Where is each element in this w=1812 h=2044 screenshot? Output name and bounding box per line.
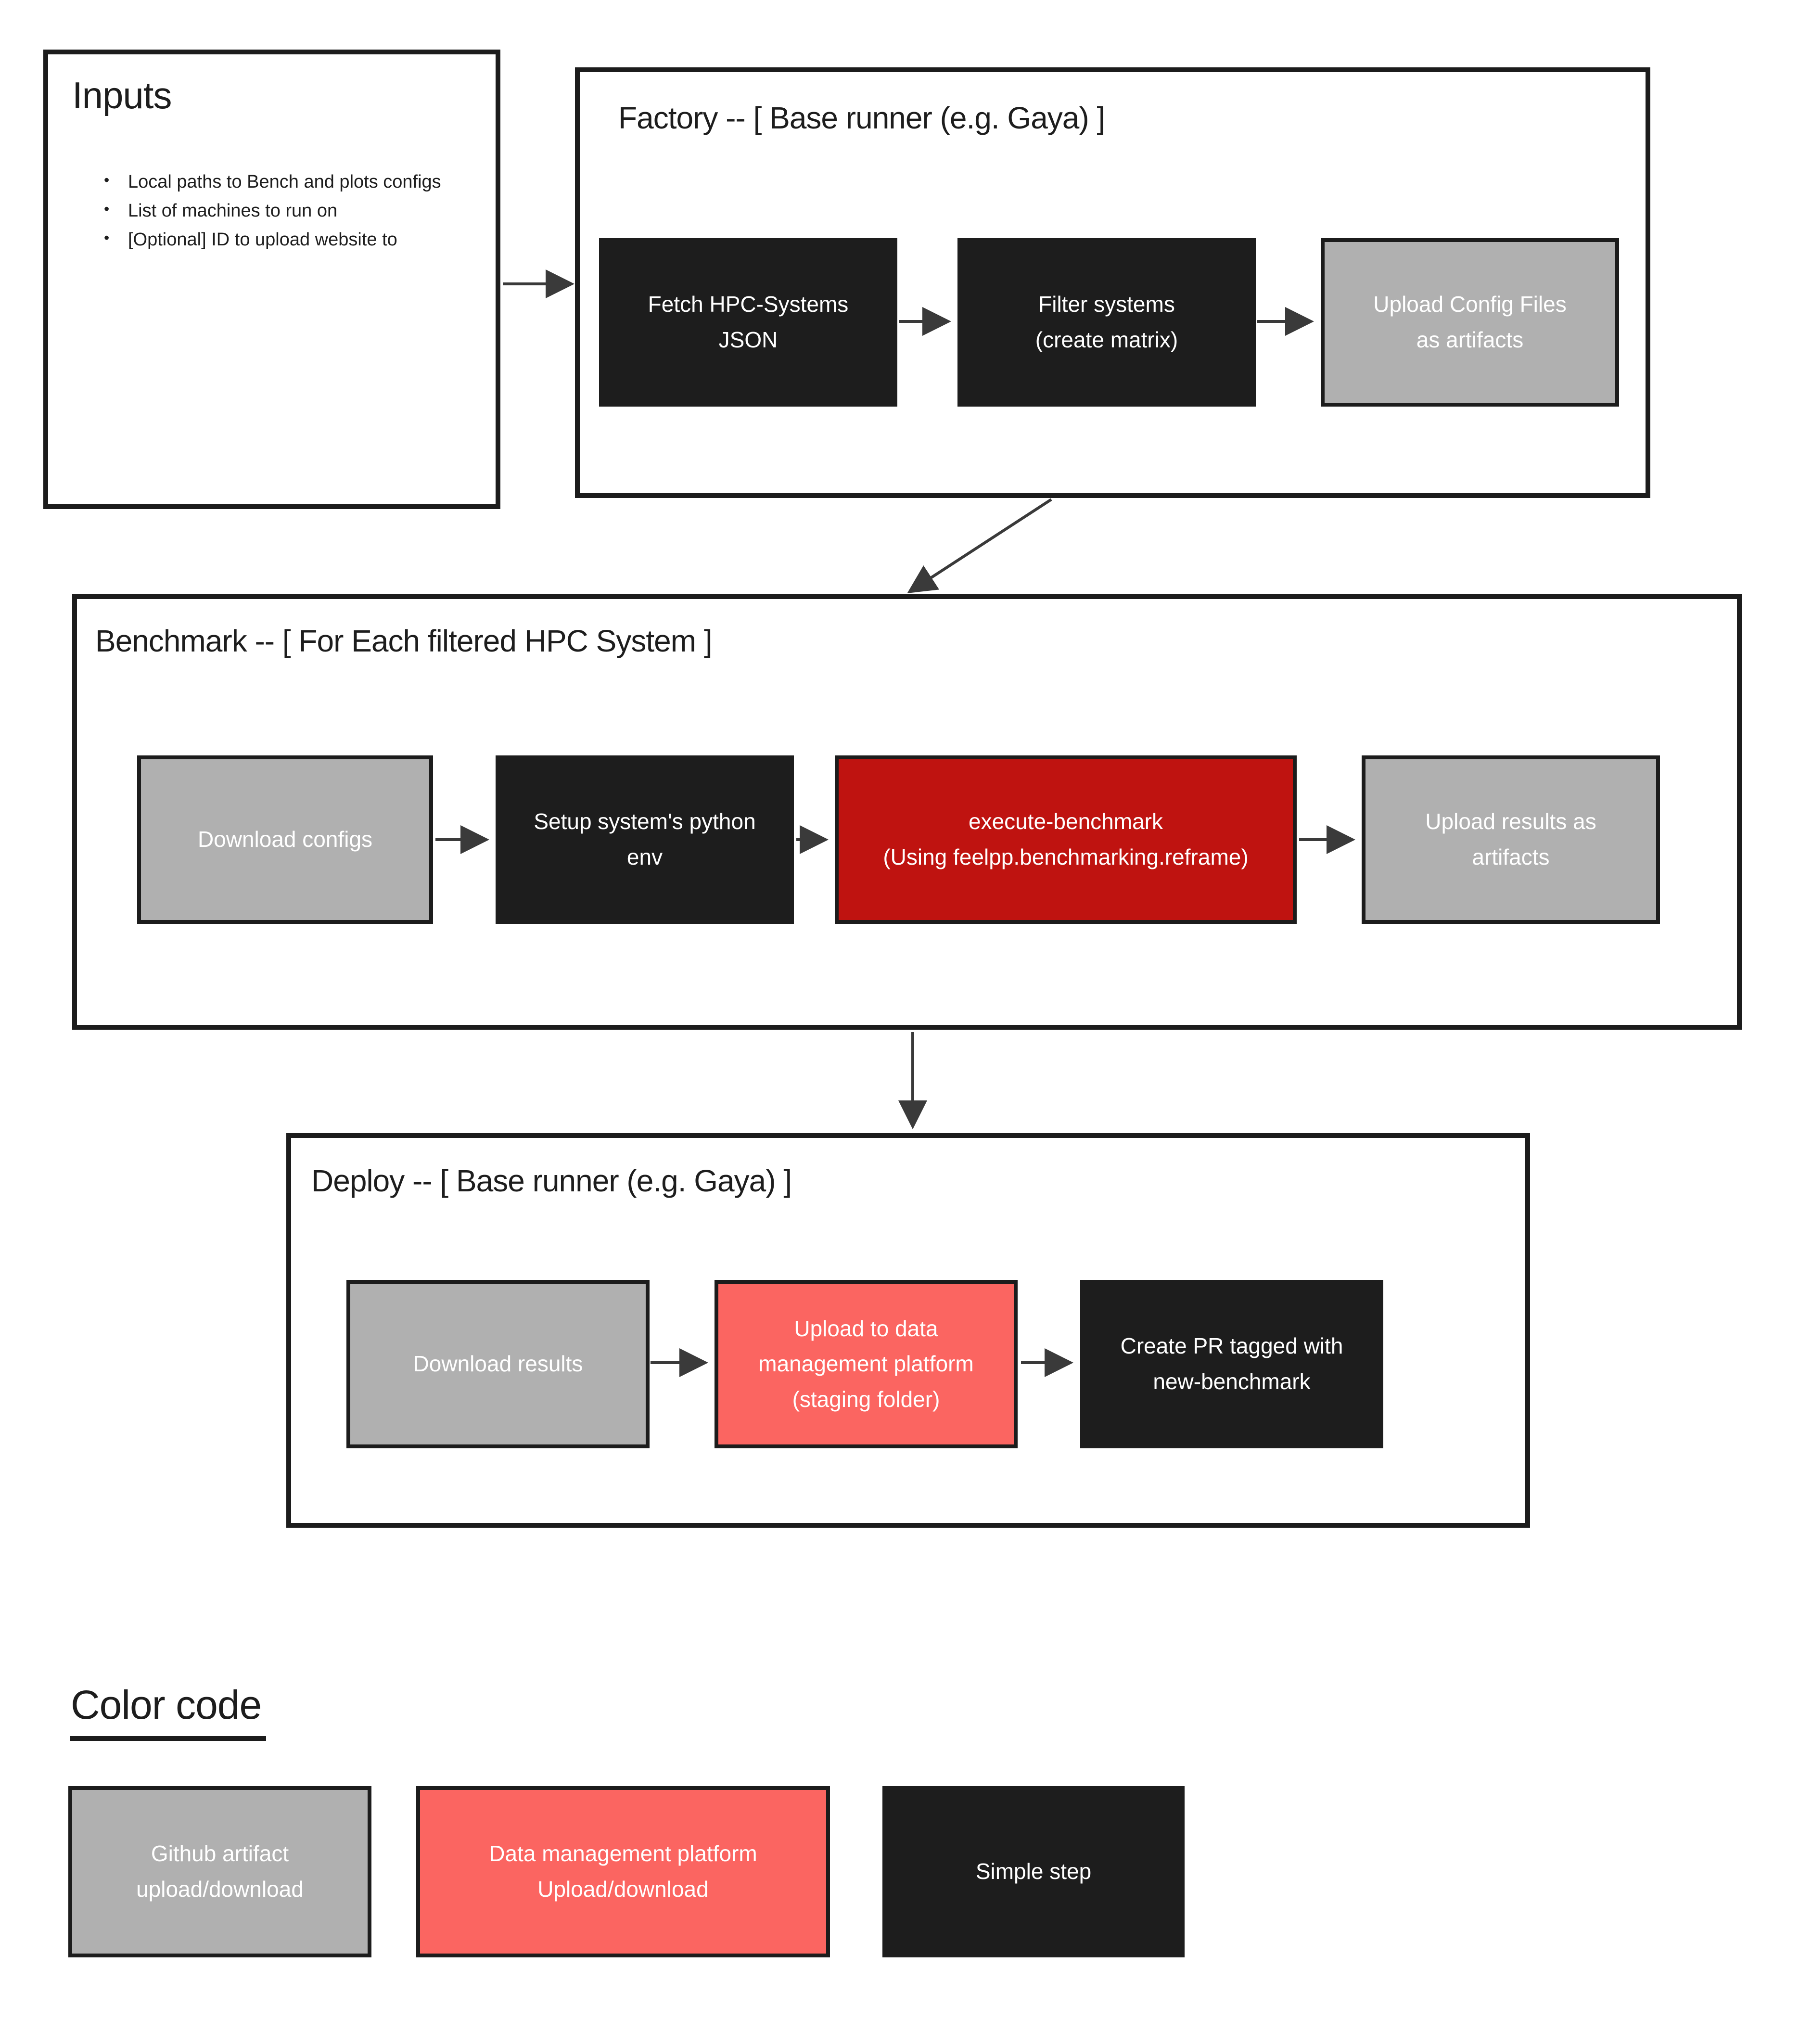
legend-data-platform: Data management platform Upload/download xyxy=(416,1786,830,1957)
step-label: Setup system's python env xyxy=(534,809,756,869)
step-label: Download results xyxy=(413,1351,583,1377)
step-filter-systems: Filter systems (create matrix) xyxy=(957,238,1256,407)
step-label: Create PR tagged with new-benchmark xyxy=(1120,1333,1343,1394)
deploy-panel: Deploy -- [ Base runner (e.g. Gaya) ] Do… xyxy=(286,1133,1530,1528)
step-label: Download configs xyxy=(197,827,373,852)
bullet-item: List of machines to run on xyxy=(101,196,441,225)
bullet-item: [Optional] ID to upload website to xyxy=(101,225,441,254)
legend-label: Simple step xyxy=(975,1859,1092,1884)
benchmark-panel: Benchmark -- [ For Each filtered HPC Sys… xyxy=(72,594,1742,1030)
step-upload-config-files: Upload Config Files as artifacts xyxy=(1321,238,1619,407)
step-upload-results-artifacts: Upload results as artifacts xyxy=(1362,755,1660,924)
step-execute-benchmark: execute-benchmark (Using feelpp.benchmar… xyxy=(835,755,1297,924)
step-download-results: Download results xyxy=(346,1280,650,1448)
benchmark-title: Benchmark -- [ For Each filtered HPC Sys… xyxy=(95,624,713,658)
step-label: execute-benchmark (Using feelpp.benchmar… xyxy=(883,809,1249,869)
step-create-pr-new-benchmark: Create PR tagged with new-benchmark xyxy=(1080,1280,1383,1448)
step-label: Upload to data management platform (stag… xyxy=(758,1316,974,1412)
factory-title: Factory -- [ Base runner (e.g. Gaya) ] xyxy=(618,101,1105,135)
step-label: Upload Config Files as artifacts xyxy=(1373,292,1567,352)
legend-github-artifact: Github artifact upload/download xyxy=(68,1786,371,1957)
arrow-factory-to-benchmark xyxy=(907,498,1052,593)
legend-simple-step: Simple step xyxy=(882,1786,1185,1957)
inputs-bullet-list: Local paths to Bench and plots configs L… xyxy=(101,167,441,254)
legend-label: Data management platform Upload/download xyxy=(489,1841,757,1902)
step-fetch-hpc-systems-json: Fetch HPC-Systems JSON xyxy=(599,238,897,407)
step-setup-python-env: Setup system's python env xyxy=(496,755,794,924)
inputs-title: Inputs xyxy=(72,74,172,116)
inputs-panel: Inputs Local paths to Bench and plots co… xyxy=(43,50,500,509)
bullet-item: Local paths to Bench and plots configs xyxy=(101,167,441,196)
legend-title: Color code xyxy=(70,1682,267,1741)
step-label: Upload results as artifacts xyxy=(1425,809,1596,869)
step-label: Fetch HPC-Systems JSON xyxy=(648,292,849,352)
factory-panel: Factory -- [ Base runner (e.g. Gaya) ] F… xyxy=(575,67,1650,498)
legend-label: Github artifact upload/download xyxy=(136,1841,304,1902)
step-label: Filter systems (create matrix) xyxy=(1035,292,1178,352)
step-upload-data-platform: Upload to data management platform (stag… xyxy=(715,1280,1018,1448)
deploy-title: Deploy -- [ Base runner (e.g. Gaya) ] xyxy=(311,1163,792,1198)
step-download-configs: Download configs xyxy=(137,755,433,924)
